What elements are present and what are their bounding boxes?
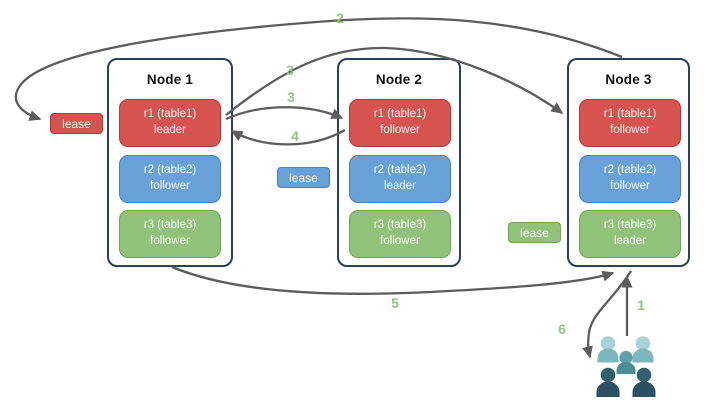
- step-label-1: 1: [637, 297, 645, 313]
- node-2-title: Node 2: [375, 72, 423, 87]
- arrow-step-3-short: [225, 106, 344, 121]
- range-label: r3 (table3): [603, 219, 657, 232]
- node-3: Node 3 r1 (table1) follower r2 (table2) …: [567, 58, 690, 267]
- step-label-2: 2: [336, 10, 344, 26]
- range-role: follower: [610, 180, 650, 192]
- lease-badge-r1: lease: [50, 113, 103, 134]
- range-label: r1 (table1): [373, 108, 427, 121]
- users-group-icon: [596, 336, 656, 397]
- step-label-6: 6: [558, 321, 566, 337]
- range-role: follower: [380, 235, 420, 247]
- lease-badge-r3: lease: [508, 222, 561, 243]
- range-role: leader: [614, 235, 646, 247]
- range-role: follower: [150, 235, 190, 247]
- node-1-title: Node 1: [146, 72, 194, 87]
- arrow-step-5: [171, 265, 615, 296]
- node-1-range-r2: r2 (table2) follower: [119, 155, 221, 203]
- node-2-range-r2: r2 (table2) leader: [349, 155, 451, 203]
- node-2-range-r3: r3 (table3) follower: [349, 210, 451, 258]
- node-1-range-r1: r1 (table1) leader: [119, 99, 221, 147]
- step-label-4: 4: [291, 128, 299, 144]
- range-role: follower: [150, 180, 190, 192]
- range-label: r3 (table3): [373, 219, 427, 232]
- range-label: r1 (table1): [143, 108, 197, 121]
- node-3-range-r1: r1 (table1) follower: [579, 99, 681, 147]
- step-label-3a: 3: [286, 62, 294, 78]
- node-1: Node 1 r1 (table1) leader r2 (table2) fo…: [107, 58, 233, 267]
- range-label: r3 (table3): [143, 219, 197, 232]
- node-2-range-r1: r1 (table1) follower: [349, 99, 451, 147]
- range-label: r1 (table1): [603, 108, 657, 121]
- range-role: follower: [610, 124, 650, 136]
- range-role: follower: [380, 124, 420, 136]
- node-3-range-r3: r3 (table3) leader: [579, 210, 681, 258]
- node-2: Node 2 r1 (table1) follower r2 (table2) …: [337, 58, 461, 267]
- arrow-step-4: [230, 129, 346, 146]
- range-label: r2 (table2): [373, 164, 427, 177]
- node-3-title: Node 3: [605, 72, 652, 87]
- range-role: leader: [384, 180, 416, 192]
- step-label-5: 5: [391, 295, 399, 311]
- lease-badge-r2: lease: [277, 167, 330, 188]
- range-label: r2 (table2): [603, 164, 657, 177]
- node-3-range-r2: r2 (table2) follower: [579, 155, 681, 203]
- node-1-range-r3: r3 (table3) follower: [119, 210, 221, 258]
- arrow-step-6: [582, 270, 632, 359]
- range-role: leader: [154, 124, 186, 136]
- step-label-3b: 3: [287, 89, 295, 105]
- range-label: r2 (table2): [143, 164, 197, 177]
